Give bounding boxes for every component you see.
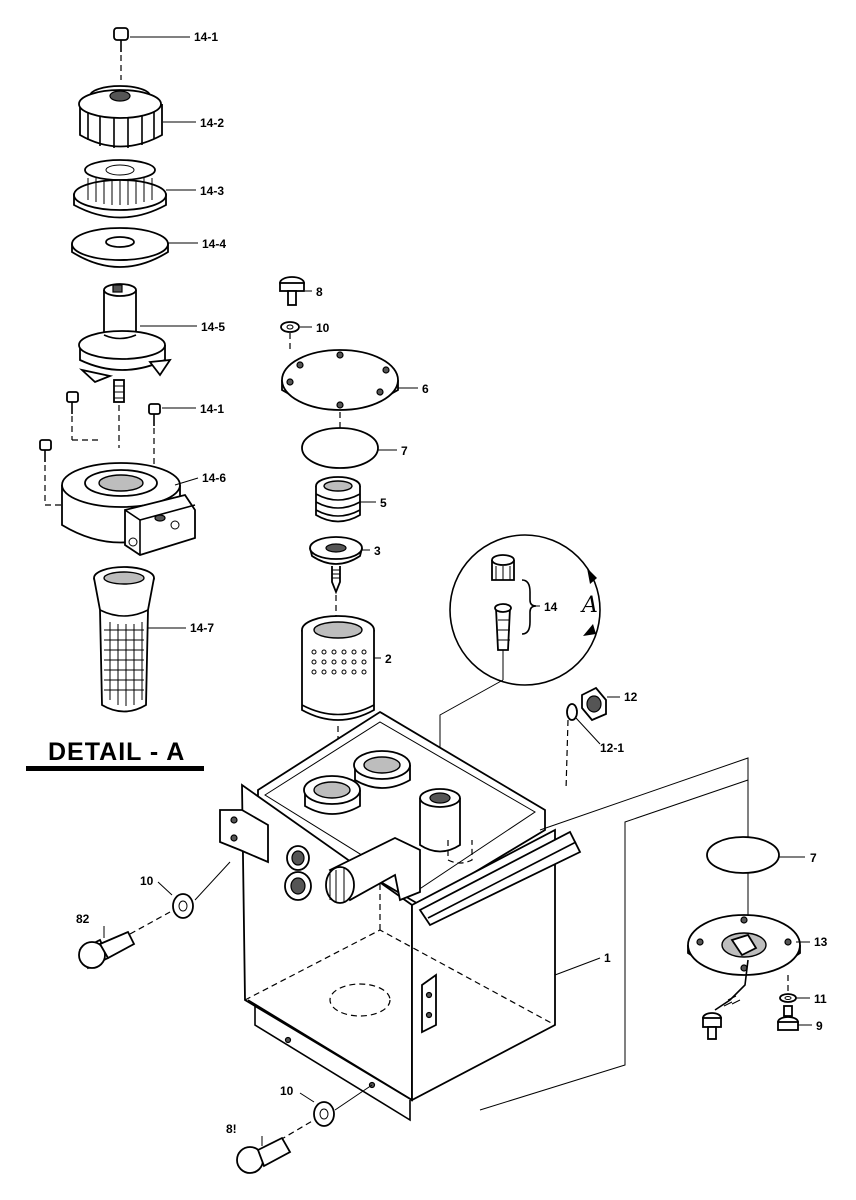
part-8-left-bolt	[78, 926, 136, 970]
callout-8-left: 82	[76, 912, 90, 926]
callout-14-1-top: 14-1	[194, 30, 218, 44]
detail-a-bubble	[439, 534, 601, 765]
part-terminal-bolt	[702, 1012, 722, 1040]
callout-10-left: 10	[140, 874, 154, 888]
part-12-1-oring	[565, 703, 601, 791]
callout-3: 3	[374, 544, 381, 558]
part-14-5-shaft	[78, 283, 197, 448]
part-1-tank	[219, 710, 601, 1122]
strainer-mesh	[104, 622, 144, 706]
callout-12-1: 12-1	[600, 741, 624, 755]
callout-8-bottom: 8!	[226, 1122, 237, 1136]
callout-7-right: 7	[810, 851, 817, 865]
callout-6: 6	[422, 382, 429, 396]
part-10-left-washer	[129, 861, 231, 935]
filter-mesh	[311, 649, 367, 675]
part-14-6-housing	[61, 462, 199, 556]
part-9-bolt	[777, 1005, 812, 1031]
part-14-4-washer	[71, 227, 198, 268]
part-7-right-gasket	[706, 836, 805, 874]
callout-8-top: 8	[316, 285, 323, 299]
part-5-spring	[315, 476, 376, 523]
part-14-1-screws	[39, 391, 196, 506]
part-11-washer	[779, 975, 810, 1003]
part-7-top-gasket	[301, 427, 397, 469]
part-14-3-gear-ring	[73, 159, 196, 219]
callout-12: 12	[624, 690, 638, 704]
part-6-cover-plate	[281, 349, 418, 470]
callout-14-3: 14-3	[200, 184, 224, 198]
part-14-1-top-screw	[113, 27, 190, 80]
detail-a-marker: A	[580, 593, 598, 618]
callout-14-7: 14-7	[190, 621, 214, 635]
part-8-bottom-bolt	[236, 1136, 292, 1174]
callout-7-top: 7	[401, 444, 408, 458]
part-13-sender-plate	[687, 914, 810, 1011]
part-10-bottom-washer	[279, 1084, 373, 1141]
callout-14-4: 14-4	[202, 237, 226, 251]
part-3-valve	[309, 536, 370, 620]
part-8-top-bolt	[279, 276, 312, 306]
callout-2: 2	[385, 652, 392, 666]
callout-14-5: 14-5	[201, 320, 225, 334]
callout-1: 1	[604, 951, 611, 965]
part-14-2-cap	[78, 85, 196, 148]
detail-a-underline	[26, 766, 204, 771]
callout-14-2: 14-2	[200, 116, 224, 130]
part-12-plug	[581, 686, 620, 722]
callout-5: 5	[380, 496, 387, 510]
callout-14-6: 14-6	[202, 471, 226, 485]
callout-9: 9	[816, 1019, 823, 1033]
leader-tank-bottom	[479, 779, 749, 1111]
callout-14-1-mid: 14-1	[200, 402, 224, 416]
detail-a-title: DETAIL - A	[48, 738, 185, 766]
callout-13: 13	[814, 935, 828, 949]
callout-10-bottom: 10	[280, 1084, 294, 1098]
callout-14: 14	[544, 600, 558, 614]
part-10-top-washer	[280, 321, 312, 352]
callout-10-top: 10	[316, 321, 330, 335]
callout-11: 11	[814, 992, 827, 1006]
part-14-7-strainer	[93, 566, 186, 713]
part-2-filter	[301, 615, 381, 790]
